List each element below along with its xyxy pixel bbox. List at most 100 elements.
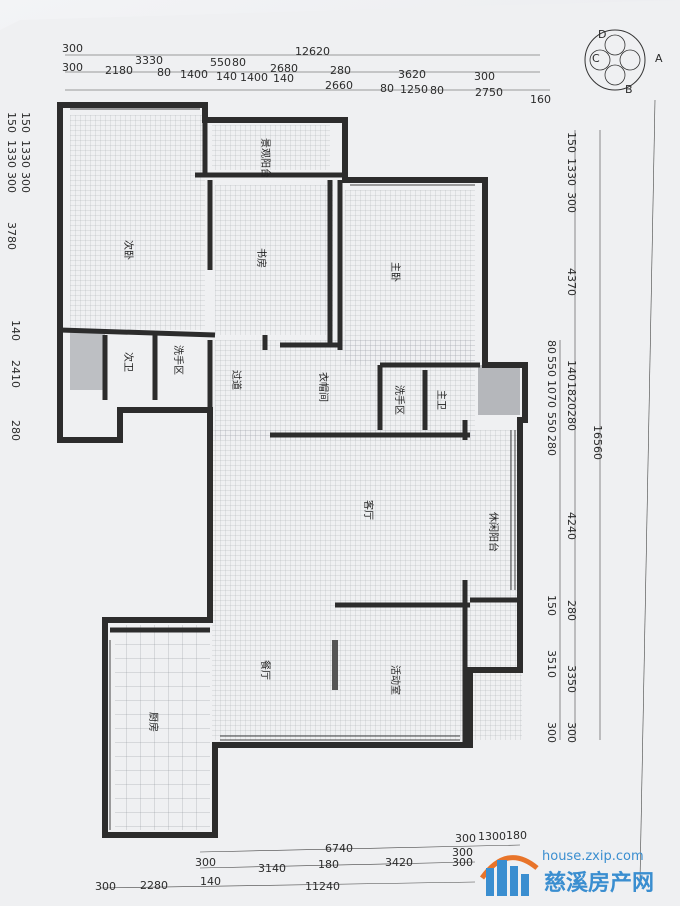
dim-left2-3: 300 bbox=[19, 172, 32, 193]
dim-top-3e: 2750 bbox=[475, 86, 503, 99]
room-living-dining-floor bbox=[212, 430, 522, 740]
dim-bot-2a: 6740 bbox=[325, 842, 353, 855]
dim-bot-4d: 11240 bbox=[305, 880, 340, 893]
dim-top-3a: 2660 bbox=[325, 79, 353, 92]
dim-right-11: 300 bbox=[565, 722, 578, 743]
dim-bot-3b: 3140 bbox=[258, 862, 286, 875]
dim-top-2e: 140 bbox=[216, 70, 237, 83]
dim-top-1a: 300 bbox=[62, 42, 83, 55]
right-dimension-texts: 150 1330 300 4370 140 1820 280 4240 280 … bbox=[545, 132, 604, 743]
dim-left2-5: 2410 bbox=[9, 360, 22, 388]
dim-bot-1c: 180 bbox=[506, 829, 527, 842]
dim-right2-8: 300 bbox=[545, 722, 558, 743]
label-wash-area-2: 洗手区 bbox=[393, 385, 406, 415]
interior-walls bbox=[59, 115, 520, 745]
dim-left-1: 150 bbox=[5, 112, 18, 133]
compass-d: D bbox=[598, 28, 606, 41]
label-master-bedroom: 主卧 bbox=[389, 262, 402, 282]
dim-top-2k: 300 bbox=[474, 70, 495, 83]
right-dimension-lines bbox=[559, 99, 656, 881]
watermark-site: house.zxip.com bbox=[542, 849, 644, 864]
dim-right-6: 1820 bbox=[565, 382, 578, 410]
label-living-room: 客厅 bbox=[362, 500, 375, 520]
compass-b: B bbox=[625, 83, 633, 96]
room-landscape-balcony-floor bbox=[212, 125, 330, 170]
label-activity-room: 活动室 bbox=[389, 665, 402, 695]
room-study-floor bbox=[215, 185, 333, 335]
dim-right2-5: 280 bbox=[545, 435, 558, 456]
dim-bot-3d: 3420 bbox=[385, 856, 413, 869]
dim-left2-2: 1330 bbox=[19, 140, 32, 168]
dim-top-2f: 1400 bbox=[240, 71, 268, 84]
dim-right-2: 1330 bbox=[565, 158, 578, 186]
dim-left2-4: 140 bbox=[9, 320, 22, 341]
label-landscape-balcony: 景观阳台 bbox=[259, 138, 272, 178]
label-leisure-balcony: 休闲阳台 bbox=[487, 512, 500, 552]
watermark: house.zxip.com 慈溪房产网 bbox=[472, 838, 672, 900]
top-dimension-texts: 300 3330 550 80 12620 300 2180 80 1400 1… bbox=[62, 42, 551, 106]
dim-top-1d: 80 bbox=[232, 56, 246, 69]
corridor-floor bbox=[215, 340, 475, 440]
bottom-dimension-lines bbox=[99, 844, 521, 889]
dim-top-2d: 1400 bbox=[180, 68, 208, 81]
dim-left2-1: 150 bbox=[19, 112, 32, 133]
dim-bot-4a: 300 bbox=[95, 880, 116, 893]
compass-a: A bbox=[655, 52, 663, 65]
room-master-bedroom-floor bbox=[345, 190, 475, 365]
dim-bot-4b: 2280 bbox=[140, 879, 168, 892]
compass-rose: D A B C bbox=[584, 28, 663, 96]
dim-top-3f: 160 bbox=[530, 93, 551, 106]
dim-left2-6: 280 bbox=[9, 420, 22, 441]
dim-top-3d: 80 bbox=[430, 84, 444, 97]
dim-top-2h: 2680 bbox=[270, 62, 298, 75]
room-secondary-bedroom-floor bbox=[70, 115, 205, 330]
label-corridor: 过道 bbox=[230, 370, 243, 390]
compass-c: C bbox=[592, 52, 600, 65]
exterior-walls bbox=[57, 102, 528, 838]
dim-right-total: 16560 bbox=[591, 425, 604, 460]
watermark-logo: house.zxip.com 慈溪房产网 bbox=[479, 849, 654, 896]
dim-left-3: 300 bbox=[5, 172, 18, 193]
label-master-bath: 主卫 bbox=[435, 390, 447, 410]
dim-top-2j: 3620 bbox=[398, 68, 426, 81]
label-wash-area-1: 洗手区 bbox=[172, 345, 185, 375]
label-kitchen: 厨房 bbox=[147, 712, 160, 732]
label-study: 书房 bbox=[255, 248, 268, 268]
dim-right-10: 3350 bbox=[565, 665, 578, 693]
dim-top-2a: 300 bbox=[62, 61, 83, 74]
dim-right-3: 300 bbox=[565, 192, 578, 213]
bottom-dimension-texts: 300 1300 180 6740 300 300 3140 180 3420 … bbox=[95, 829, 527, 893]
dim-right-1: 150 bbox=[565, 132, 578, 153]
dim-top-2b: 2180 bbox=[105, 64, 133, 77]
dim-right-7: 280 bbox=[565, 410, 578, 431]
room-labels: 次卧 景观阳台 书房 主卧 次卫 洗手区 过道 衣帽间 洗手区 主卫 客厅 休闲… bbox=[122, 138, 500, 732]
dim-right-9: 280 bbox=[565, 600, 578, 621]
label-cloakroom: 衣帽间 bbox=[317, 372, 330, 402]
label-dining-room: 餐厅 bbox=[259, 660, 272, 680]
dim-bot-1a: 300 bbox=[455, 832, 476, 845]
dim-right-4: 4370 bbox=[565, 268, 578, 296]
dim-right2-2: 550 bbox=[545, 356, 558, 377]
building-icon bbox=[479, 855, 539, 896]
dim-right-8: 4240 bbox=[565, 512, 578, 540]
dim-left-4: 3780 bbox=[5, 222, 18, 250]
dim-bot-3a: 300 bbox=[195, 856, 216, 869]
master-bath-tub bbox=[478, 365, 520, 415]
plan-body bbox=[57, 102, 528, 838]
left-dimension-texts: 150 1330 300 3780 150 1330 300 140 2410 … bbox=[5, 112, 32, 441]
dim-bot-3c: 180 bbox=[318, 858, 339, 871]
dim-bot-1b: 1300 bbox=[478, 830, 506, 843]
dim-top-3c: 1250 bbox=[400, 83, 428, 96]
dim-bot-4c: 140 bbox=[200, 875, 221, 888]
dim-top-2c: 80 bbox=[157, 66, 171, 79]
dim-top-1c: 550 bbox=[210, 56, 231, 69]
divider-post bbox=[332, 640, 338, 690]
dim-right2-3: 1070 bbox=[545, 380, 558, 408]
top-dimension-lines bbox=[65, 54, 550, 91]
dim-top-1e: 12620 bbox=[295, 45, 330, 58]
windows bbox=[70, 108, 516, 830]
dim-bot-3e: 300 bbox=[452, 856, 473, 869]
label-secondary-bedroom: 次卧 bbox=[122, 240, 135, 260]
dim-top-2i: 280 bbox=[330, 64, 351, 77]
